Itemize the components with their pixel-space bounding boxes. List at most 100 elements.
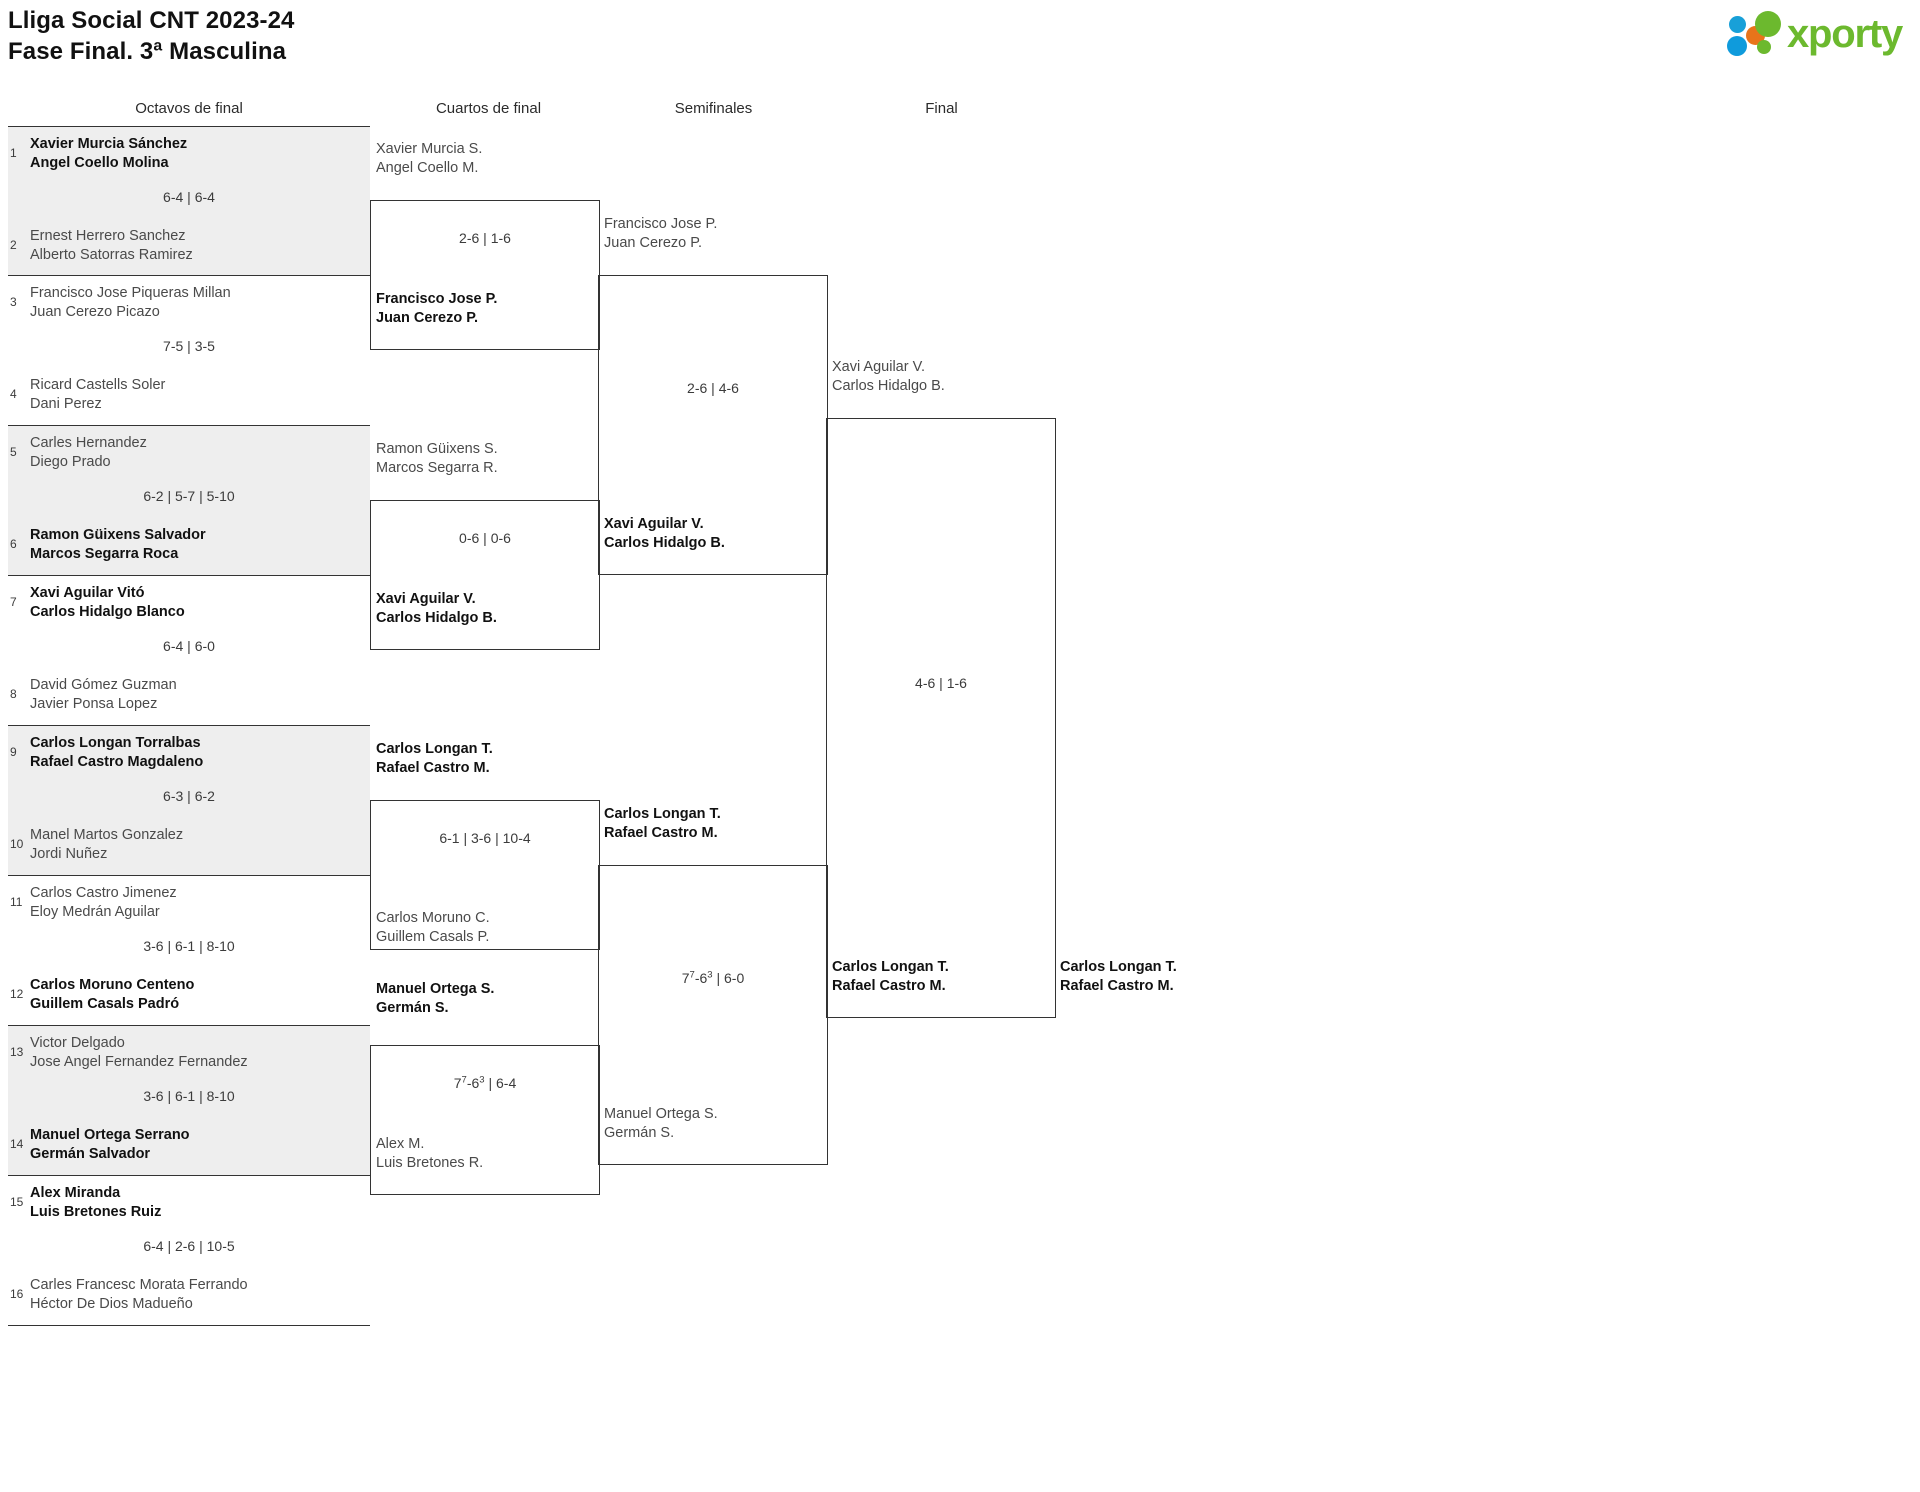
sf-match-2-score: 77-63 | 6-0 bbox=[681, 969, 745, 986]
round-header-semis: Semifinales bbox=[674, 100, 753, 117]
player-name: Luis Bretones Ruiz bbox=[30, 1204, 162, 1220]
player-name: Rafael Castro M. bbox=[604, 825, 718, 841]
player-name: Alex M. bbox=[376, 1136, 425, 1152]
qf-match-1-score: 2-6 | 1-6 bbox=[459, 230, 511, 246]
r1-match-1[interactable]: 1 Xavier Murcia Sánchez Angel Coello Mol… bbox=[8, 126, 370, 276]
player-name: Manuel Ortega Serrano bbox=[30, 1127, 190, 1143]
sf-match-1-team-bottom[interactable]: Xavi Aguilar V. Carlos Hidalgo B. bbox=[604, 515, 725, 553]
player-name: Germán Salvador bbox=[30, 1146, 151, 1162]
logo-dot-blue-top-icon bbox=[1728, 16, 1746, 33]
player-name: David Gómez Guzman bbox=[30, 677, 177, 693]
player-name: Guillem Casals Padró bbox=[30, 996, 180, 1012]
r1-match-7-team-top[interactable]: 13 Victor Delgado Jose Angel Fernandez F… bbox=[8, 1034, 370, 1072]
r1-match-7[interactable]: 13 Victor Delgado Jose Angel Fernandez F… bbox=[8, 1026, 370, 1176]
player-name: Victor Delgado bbox=[30, 1035, 125, 1051]
round-header-octavos: Octavos de final bbox=[135, 100, 243, 117]
round-header-final: Final bbox=[925, 100, 958, 117]
player-name: Alex Miranda bbox=[30, 1185, 121, 1201]
r1-match-8[interactable]: 15 Alex Miranda Luis Bretones Ruiz 6-4 |… bbox=[8, 1176, 370, 1326]
r1-match-3-team-bottom[interactable]: 6 Ramon Güixens Salvador Marcos Segarra … bbox=[8, 526, 370, 564]
qf-match-4-score: 77-63 | 6-4 bbox=[453, 1074, 517, 1091]
qf-match-3-team-bottom[interactable]: Carlos Moruno C. Guillem Casals P. bbox=[376, 890, 490, 947]
r1-match-3[interactable]: 5 Carles Hernandez Diego Prado 6-2 | 5-7… bbox=[8, 426, 370, 576]
player-name: Jordi Nuñez bbox=[30, 846, 108, 862]
r1-match-1-score: 6-4 | 6-4 bbox=[163, 189, 215, 205]
qf-match-2-score: 0-6 | 0-6 bbox=[459, 530, 511, 546]
player-name: Carles Francesc Morata Ferrando bbox=[30, 1277, 248, 1293]
qf-match-4-team-top[interactable]: Manuel Ortega S. Germán S. bbox=[376, 980, 494, 1018]
logo-wordmark: xporty bbox=[1786, 12, 1903, 56]
player-name: Rafael Castro M. bbox=[376, 760, 490, 776]
player-name: Rafael Castro M. bbox=[832, 978, 946, 994]
player-name: Xavi Aguilar V. bbox=[604, 516, 704, 532]
seed-number: 1 bbox=[10, 146, 17, 160]
final-team-top[interactable]: Xavi Aguilar V. Carlos Hidalgo B. bbox=[832, 358, 945, 396]
r1-match-1-team-top[interactable]: 1 Xavier Murcia Sánchez Angel Coello Mol… bbox=[8, 135, 370, 173]
seed-number: 4 bbox=[10, 387, 17, 401]
player-name: Carlos Longan T. bbox=[604, 806, 721, 822]
qf-match-2-box[interactable] bbox=[370, 500, 600, 650]
r1-match-6-team-bottom[interactable]: 12 Carlos Moruno Centeno Guillem Casals … bbox=[8, 976, 370, 1014]
qf-match-1-team-top[interactable]: Xavier Murcia S. Angel Coello M. bbox=[376, 140, 482, 178]
seed-number: 11 bbox=[10, 895, 23, 909]
r1-match-2[interactable]: 3 Francisco Jose Piqueras Millan Juan Ce… bbox=[8, 276, 370, 426]
qf-match-2-team-top[interactable]: Ramon Güixens S. Marcos Segarra R. bbox=[376, 440, 498, 478]
page-title: Lliga Social CNT 2023-24 Fase Final. 3ª … bbox=[8, 5, 295, 67]
sf-match-2-team-top[interactable]: Carlos Longan T. Rafael Castro M. bbox=[604, 805, 721, 843]
qf-match-1-team-bottom[interactable]: Francisco Jose P. Juan Cerezo P. bbox=[376, 290, 497, 328]
title-line-1: Lliga Social CNT 2023-24 bbox=[8, 7, 295, 34]
sf-match-2-box[interactable] bbox=[598, 865, 828, 1165]
r1-match-6-team-top[interactable]: 11 Carlos Castro Jimenez Eloy Medrán Agu… bbox=[8, 884, 370, 922]
final-team-bottom[interactable]: Carlos Longan T. Rafael Castro M. bbox=[832, 958, 949, 996]
player-name: Manel Martos Gonzalez bbox=[30, 827, 184, 843]
r1-match-4-score: 6-4 | 6-0 bbox=[163, 638, 215, 654]
sf-match-2-team-bottom[interactable]: Manuel Ortega S. Germán S. bbox=[604, 1105, 718, 1143]
r1-match-7-score: 3-6 | 6-1 | 8-10 bbox=[143, 1088, 235, 1104]
qf-match-2-team-bottom[interactable]: Xavi Aguilar V. Carlos Hidalgo B. bbox=[376, 590, 497, 628]
qf-match-4-team-bottom[interactable]: Alex M. Luis Bretones R. bbox=[376, 1135, 483, 1173]
xporty-dots-icon bbox=[1726, 11, 1783, 57]
r1-match-6[interactable]: 11 Carlos Castro Jimenez Eloy Medrán Agu… bbox=[8, 876, 370, 1026]
r1-match-4-team-top[interactable]: 7 Xavi Aguilar Vitó Carlos Hidalgo Blanc… bbox=[8, 584, 370, 622]
player-name: Eloy Medrán Aguilar bbox=[30, 904, 160, 920]
qf-match-3-box[interactable] bbox=[370, 800, 600, 950]
r1-match-4-team-bottom[interactable]: 8 David Gómez Guzman Javier Ponsa Lopez bbox=[8, 676, 370, 714]
r1-match-7-team-bottom[interactable]: 14 Manuel Ortega Serrano Germán Salvador bbox=[8, 1126, 370, 1164]
player-name: Juan Cerezo P. bbox=[376, 310, 479, 326]
r1-match-3-team-top[interactable]: 5 Carles Hernandez Diego Prado bbox=[8, 434, 370, 472]
r1-match-4[interactable]: 7 Xavi Aguilar Vitó Carlos Hidalgo Blanc… bbox=[8, 576, 370, 726]
sf-match-1-box[interactable] bbox=[598, 275, 828, 575]
player-name: Francisco Jose P. bbox=[376, 291, 498, 307]
player-name: Xavi Aguilar V. bbox=[376, 591, 476, 607]
player-name: Germán S. bbox=[604, 1125, 675, 1141]
player-name: Carlos Longan Torralbas bbox=[30, 735, 201, 751]
final-match-box[interactable] bbox=[826, 418, 1056, 1018]
r1-match-3-score: 6-2 | 5-7 | 5-10 bbox=[143, 488, 235, 504]
r1-match-1-team-bottom[interactable]: 2 Ernest Herrero Sanchez Alberto Satorra… bbox=[8, 227, 370, 265]
qf-match-3-team-top[interactable]: Carlos Longan T. Rafael Castro M. bbox=[376, 740, 493, 778]
player-name: Carlos Longan T. bbox=[832, 959, 949, 975]
champion-label: Carlos Longan T. Rafael Castro M. bbox=[1060, 958, 1177, 996]
r1-match-2-team-top[interactable]: 3 Francisco Jose Piqueras Millan Juan Ce… bbox=[8, 284, 370, 322]
r1-match-8-score: 6-4 | 2-6 | 10-5 bbox=[143, 1238, 235, 1254]
player-name: Carlos Moruno Centeno bbox=[30, 977, 195, 993]
r1-match-5-team-bottom[interactable]: 10 Manel Martos Gonzalez Jordi Nuñez bbox=[8, 826, 370, 864]
champion-player-2: Rafael Castro M. bbox=[1060, 978, 1174, 994]
sf-match-1-team-top[interactable]: Francisco Jose P. Juan Cerezo P. bbox=[604, 215, 717, 253]
r1-match-8-team-bottom[interactable]: 16 Carles Francesc Morata Ferrando Hécto… bbox=[8, 1276, 370, 1314]
r1-match-5[interactable]: 9 Carlos Longan Torralbas Rafael Castro … bbox=[8, 726, 370, 876]
player-name: Jose Angel Fernandez Fernandez bbox=[30, 1054, 248, 1070]
player-name: Ramon Güixens Salvador bbox=[30, 527, 206, 543]
r1-match-5-team-top[interactable]: 9 Carlos Longan Torralbas Rafael Castro … bbox=[8, 734, 370, 772]
player-name: Alberto Satorras Ramirez bbox=[30, 247, 193, 263]
player-name: Marcos Segarra R. bbox=[376, 460, 498, 476]
final-score: 4-6 | 1-6 bbox=[915, 675, 967, 691]
r1-match-2-team-bottom[interactable]: 4 Ricard Castells Soler Dani Perez bbox=[8, 376, 370, 414]
page-header: Lliga Social CNT 2023-24 Fase Final. 3ª … bbox=[0, 0, 1920, 95]
player-name: Carlos Hidalgo B. bbox=[604, 535, 725, 551]
seed-number: 14 bbox=[10, 1137, 24, 1151]
qf-match-4-box[interactable] bbox=[370, 1045, 600, 1195]
player-name: Diego Prado bbox=[30, 454, 111, 470]
r1-match-8-team-top[interactable]: 15 Alex Miranda Luis Bretones Ruiz bbox=[8, 1184, 370, 1222]
